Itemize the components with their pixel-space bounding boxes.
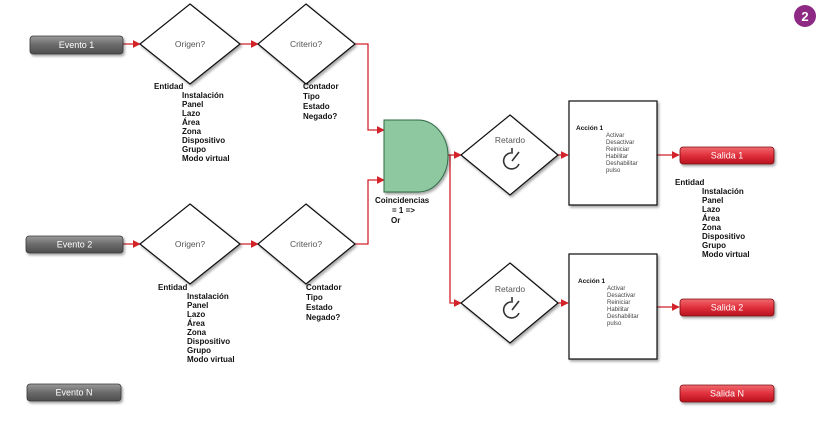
accion-item: Habilitar [606, 154, 628, 160]
arrow-criterio2-gate [355, 176, 385, 245]
accion-2-box: Acción 1 Activar Desactivar Reiniciar Ha… [568, 253, 658, 360]
arrow-criterio1-gate [355, 43, 385, 134]
criterio-item: Negado? [306, 313, 340, 322]
entidad-item: Lazo [702, 205, 720, 214]
entidad-item: Grupo [187, 346, 211, 355]
retardo-2-label: Retardo [495, 284, 526, 294]
criterio-1-diamond: Criterio? [257, 3, 356, 85]
entidad-item: Modo virtual [702, 250, 750, 259]
evento-1-label: Evento 1 [59, 40, 95, 50]
evento-2-box: Evento 2 [25, 235, 124, 254]
criterio-1-label: Criterio? [290, 39, 322, 49]
accion-item: Desactivar [606, 140, 634, 146]
accion-item: Reiniciar [606, 147, 629, 153]
entidad-item: Zona [702, 223, 722, 232]
accion-1-box: Acción 1 Activar Desactivar Reiniciar Ha… [568, 100, 658, 206]
evento-2-label: Evento 2 [57, 240, 93, 250]
criterio-item: Negado? [303, 112, 337, 121]
accion-item: Activar [607, 286, 625, 292]
step-badge-number: 2 [801, 9, 808, 24]
entidad-title: Entidad [158, 283, 187, 292]
coincidencias-gate [383, 119, 449, 193]
coincidencias-title: Coincidencias [375, 196, 430, 205]
step-badge: 2 [794, 5, 816, 27]
entidad-item: Instalación [182, 91, 224, 100]
entidad-item: Modo virtual [187, 355, 235, 364]
origen-1-label: Origen? [175, 39, 206, 49]
criterio-item: Estado [303, 102, 330, 111]
origen-2-label: Origen? [175, 239, 206, 249]
entidad-item: Área [702, 214, 720, 223]
accion-item: Reiniciar [607, 300, 630, 306]
entidad-item: Instalación [187, 292, 229, 301]
coincidencias-text: Coincidencias = 1 => Or [375, 196, 430, 225]
retardo-1-label: Retardo [495, 135, 526, 145]
entidad-item: Zona [182, 127, 202, 136]
entidad-item: Panel [182, 100, 203, 109]
accion-title: Acción 1 [578, 278, 605, 285]
timer-icon [502, 297, 520, 319]
accion-item: Desactivar [607, 293, 635, 299]
retardo-2-diamond: Retardo [460, 262, 559, 344]
criterio-item: Tipo [306, 293, 323, 302]
criterio-2-label: Criterio? [290, 239, 322, 249]
criterio-list-1: Contador Tipo Estado Negado? [303, 82, 339, 121]
entidad-item: Lazo [182, 109, 200, 118]
accion-item: pulso [607, 321, 622, 327]
coincidencias-line2: = 1 => [392, 206, 415, 215]
entidad-item: Grupo [702, 241, 726, 250]
entidad-item: Zona [187, 328, 207, 337]
salida-2-label: Salida 2 [711, 303, 744, 313]
arrow-gate-retardo2 [449, 155, 462, 307]
entidad-item: Instalación [702, 187, 744, 196]
entidad-item: Dispositivo [187, 337, 230, 346]
salida-n-box: Salida N [679, 384, 775, 403]
salida-1-label: Salida 1 [711, 151, 744, 161]
origen-1-diamond: Origen? [139, 3, 241, 85]
criterio-2-diamond: Criterio? [257, 203, 356, 285]
criterio-item: Estado [306, 303, 333, 312]
connectors [123, 40, 680, 311]
evento-n-label: Evento N [55, 388, 92, 398]
entidad-list-3: Entidad Instalación Panel Lazo Área Zona… [675, 178, 750, 259]
salida-2-box: Salida 2 [679, 298, 775, 317]
criterio-item: Contador [303, 82, 339, 91]
entidad-item: Panel [187, 301, 208, 310]
accion-item: pulso [606, 168, 621, 174]
accion-title: Acción 1 [576, 125, 603, 132]
entidad-title: Entidad [675, 178, 704, 187]
timer-icon [502, 148, 520, 170]
entidad-item: Área [187, 319, 205, 328]
entidad-item: Modo virtual [182, 154, 230, 163]
entidad-list-2: Entidad Instalación Panel Lazo Área Zona… [158, 283, 235, 364]
entidad-item: Panel [702, 196, 723, 205]
criterio-list-2: Contador Tipo Estado Negado? [306, 283, 342, 322]
entidad-item: Dispositivo [182, 136, 225, 145]
evento-1-box: Evento 1 [29, 35, 124, 55]
entidad-title: Entidad [154, 82, 183, 91]
entidad-item: Área [182, 118, 200, 127]
origen-2-diamond: Origen? [139, 203, 241, 285]
criterio-item: Contador [306, 283, 342, 292]
entidad-list-1: Entidad Instalación Panel Lazo Área Zona… [154, 82, 230, 163]
coincidencias-line3: Or [391, 216, 400, 225]
salida-n-label: Salida N [710, 389, 744, 399]
accion-item: Deshabilitar [607, 314, 639, 320]
accion-item: Deshabilitar [606, 161, 638, 167]
accion-item: Habilitar [607, 307, 629, 313]
entidad-item: Dispositivo [702, 232, 745, 241]
entidad-item: Lazo [187, 310, 205, 319]
retardo-1-diamond: Retardo [460, 114, 559, 196]
accion-item: Activar [606, 133, 624, 139]
criterio-item: Tipo [303, 92, 320, 101]
salida-1-box: Salida 1 [679, 146, 775, 165]
entidad-item: Grupo [182, 145, 206, 154]
evento-n-box: Evento N [26, 383, 122, 402]
